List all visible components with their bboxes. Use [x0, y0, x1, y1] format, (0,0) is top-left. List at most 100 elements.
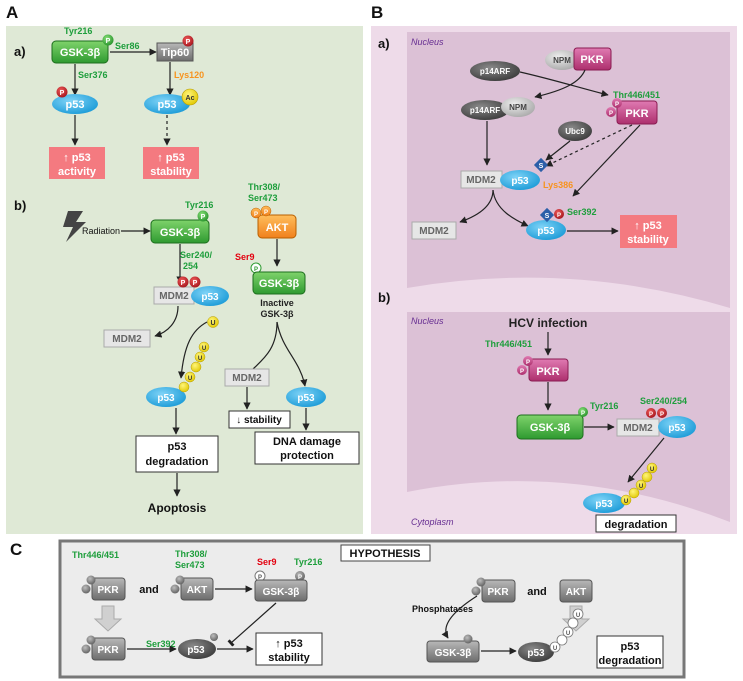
phospho-dot [81, 584, 91, 594]
site-ser473: Ser473 [175, 560, 205, 570]
p53-label: p53 [66, 99, 85, 111]
gsk3b-node [150, 219, 210, 244]
p53-label: p53 [668, 423, 686, 434]
ubiquitin-chain: U U U [620, 462, 658, 506]
ubiquitin-label: U [202, 346, 206, 352]
phospho-label: P [201, 214, 206, 221]
nucleus-region [407, 32, 730, 308]
p53-label: p53 [595, 499, 613, 510]
panel-label-a: A [6, 3, 18, 22]
panel-label-c: C [10, 540, 22, 559]
box-line: ↑ p53 [634, 220, 662, 232]
p53-label: p53 [157, 393, 175, 404]
pkr-node [573, 47, 612, 71]
box-line: activity [58, 166, 97, 178]
degradation-box [595, 514, 677, 533]
tip60-node [156, 42, 194, 62]
ubiquitin-label: U [210, 320, 215, 327]
box-line: ↑ p53 [63, 152, 91, 164]
ubiquitin-label: U [188, 376, 192, 382]
arrow [441, 595, 478, 639]
phospho-dot [295, 571, 305, 581]
mdm2-node [224, 368, 270, 387]
p53-label: p53 [187, 645, 205, 656]
arrow [534, 69, 586, 100]
apoptosis-label: Apoptosis [148, 501, 207, 515]
site-lys386: Lys386 [543, 180, 573, 190]
ubiquitin-dot [184, 371, 196, 383]
phospho-label: P [615, 102, 619, 108]
ubiquitin-dot [628, 487, 640, 499]
sumo-label: S [539, 163, 544, 170]
pkr-label: PKR [97, 645, 119, 656]
hcv-label: HCV infection [509, 316, 588, 330]
site-ser9: Ser9 [257, 557, 277, 567]
phospho-dot [102, 34, 114, 46]
site-tyr216: Tyr216 [294, 557, 322, 567]
box-line: stability [268, 652, 310, 664]
phospho-dot [260, 205, 272, 217]
p53-activity-box [49, 147, 105, 179]
box-line: ↑ p53 [157, 152, 185, 164]
p53-label: p53 [201, 292, 219, 303]
gsk3b-node [254, 579, 308, 602]
phospho-dot [182, 35, 194, 47]
site-tyr216: Tyr216 [185, 200, 213, 210]
pkr-label: PKR [580, 54, 603, 66]
ubiquitin-label: U [639, 484, 643, 490]
p53-label: p53 [297, 393, 315, 404]
pkr-label: PKR [625, 108, 648, 120]
inactive-label: Inactive [260, 298, 294, 308]
ubiquitin-label: U [566, 631, 570, 637]
mdm2-node [103, 329, 151, 348]
phospho-dot [177, 276, 189, 288]
phospho-label: P [660, 412, 664, 418]
pkr-node [481, 579, 516, 603]
phospho-label: P [264, 210, 268, 216]
phospho-label: P [526, 360, 530, 366]
ubiquitin-dot [194, 351, 206, 363]
ubiquitin-dot [567, 617, 579, 629]
site-ser240: Ser240/ [180, 250, 213, 260]
ubiquitin-label: U [553, 646, 557, 652]
lightning-icon [63, 211, 86, 242]
box-line: p53 [168, 441, 187, 453]
phospho-label: P [254, 267, 258, 273]
phospho-dot [250, 207, 262, 219]
hypothesis-box [340, 544, 431, 562]
site-thr446: Thr446/451 [72, 550, 119, 560]
gsk3b-label: GSK-3β [530, 422, 571, 434]
akt-label: AKT [566, 587, 587, 598]
phospho-label: P [193, 280, 198, 287]
p53-node [144, 94, 190, 114]
phospho-label: P [106, 38, 111, 45]
p53-label: p53 [527, 648, 545, 659]
mdm2-label: MDM2 [159, 291, 189, 302]
phospho-dot [175, 575, 185, 585]
inactive-label: GSK-3β [261, 309, 295, 319]
phospho-dot [554, 209, 564, 219]
arrow [276, 321, 308, 387]
acetyl-label: Ac [186, 95, 195, 102]
ubiquitin-dot [190, 361, 202, 373]
ubiquitin-dot [620, 494, 632, 506]
and-label: and [139, 584, 159, 596]
akt-label: AKT [266, 222, 289, 234]
nucleus-label: Nucleus [411, 316, 444, 326]
ubiquitin-label: U [624, 499, 628, 505]
gsk3b-label: GSK-3β [263, 587, 300, 598]
p53-label: p53 [537, 226, 555, 237]
phospho-label: P [609, 111, 613, 117]
phosphatases-label: Phosphatases [412, 604, 473, 614]
split-arrow [251, 321, 278, 371]
p53-degradation-box [135, 435, 219, 473]
phospho-dot [517, 365, 527, 375]
sub-label-a-a: a) [14, 44, 26, 59]
site-ser473: Ser473 [248, 193, 278, 203]
phospho-dot [646, 408, 656, 418]
site-tyr216: Tyr216 [64, 26, 92, 36]
phospho-label: P [557, 213, 561, 219]
box-line: stability [150, 166, 192, 178]
panel-label-b: B [371, 3, 383, 22]
phospho-label: P [254, 212, 258, 218]
